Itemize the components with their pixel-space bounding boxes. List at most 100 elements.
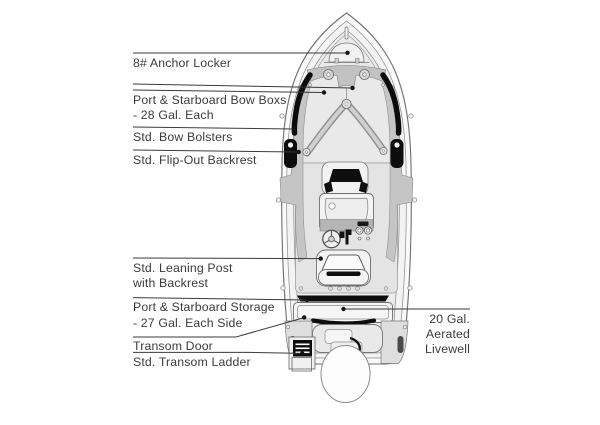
bow-box-latch-port-pin bbox=[326, 72, 331, 77]
callout-transom-door: Transom Door bbox=[133, 339, 213, 354]
v-end-pin-starboard bbox=[382, 149, 385, 153]
ladder-rung bbox=[295, 343, 310, 346]
leader-transom-door bbox=[133, 317, 305, 338]
callout-text: Transom Door bbox=[133, 339, 213, 354]
throttle-control bbox=[345, 229, 352, 245]
callout-bow-bolsters: Std. Bow Bolsters bbox=[133, 130, 233, 145]
port-side-panel bbox=[279, 79, 312, 263]
backrest-hinge-starboard bbox=[394, 142, 400, 148]
callout-transom-ladder: Std. Transom Ladder bbox=[133, 355, 251, 370]
motor-well-hatch bbox=[324, 329, 353, 344]
callout-anchor-locker: 8# Anchor Locker bbox=[133, 56, 231, 71]
hull-fitting bbox=[408, 113, 414, 119]
footrest-mount bbox=[328, 286, 333, 291]
callout-storage: Port & Starboard Storage - 27 Gal. Each … bbox=[133, 300, 275, 330]
gauge-left bbox=[355, 226, 364, 235]
footrest-mount bbox=[346, 286, 351, 291]
dot-flip-out-backrest bbox=[296, 149, 301, 155]
callout-bow-boxes: Port & Starboard Bow Boxs - 28 Gal. Each bbox=[133, 93, 286, 123]
deck-screw bbox=[381, 83, 385, 87]
bow-box-latch-starboard-pin bbox=[362, 72, 367, 77]
leaning-post-cushion-edge bbox=[326, 271, 361, 276]
hull-fitting bbox=[280, 285, 286, 291]
deck-fittings bbox=[275, 83, 418, 291]
callout-text: 8# Anchor Locker bbox=[133, 55, 232, 70]
callout-text: 20 Gal. bbox=[429, 311, 470, 326]
switch-panel bbox=[339, 231, 345, 238]
callout-text: Std. Transom Ladder bbox=[133, 355, 251, 369]
drain-fitting-starboard bbox=[402, 324, 408, 330]
flip-out-backrest-starboard bbox=[390, 139, 404, 168]
footrest-mount bbox=[337, 286, 342, 291]
hull-fitting bbox=[407, 285, 413, 291]
locker-latch-starboard bbox=[355, 58, 360, 64]
footrest-mount bbox=[355, 286, 360, 291]
dot-transom-ladder bbox=[300, 351, 305, 356]
forward-seat-pad-starboard bbox=[359, 181, 368, 193]
cup-holder bbox=[357, 236, 362, 241]
wheel-hub bbox=[328, 235, 335, 243]
dot-livewell bbox=[341, 306, 346, 312]
callout-leaning-post: Std. Leaning Post with Backrest bbox=[133, 261, 233, 291]
gauge-right bbox=[363, 226, 372, 235]
hull-fitting bbox=[275, 197, 282, 203]
deck-screw bbox=[298, 286, 304, 291]
leaning-post-backrest bbox=[321, 254, 366, 272]
callout-text: Std. Bow Bolsters bbox=[133, 129, 233, 144]
dot-bow-box-starboard bbox=[350, 85, 355, 91]
cup-holder bbox=[366, 236, 370, 241]
callout-text: Livewell bbox=[425, 341, 470, 356]
callout-livewell: 20 Gal. Aerated Livewell bbox=[398, 312, 470, 358]
bow-table-base-pin bbox=[344, 102, 349, 106]
v-end-pin-port bbox=[305, 150, 308, 154]
leader-storage bbox=[132, 297, 308, 301]
dot-transom-door bbox=[302, 315, 307, 320]
callout-dots bbox=[292, 50, 355, 356]
forward-seat-pad-port bbox=[324, 181, 333, 193]
gauge-right-dial bbox=[365, 228, 370, 233]
locker-latch-port bbox=[334, 58, 339, 64]
flip-out-backrest-port bbox=[284, 139, 297, 168]
gauge-left-dial bbox=[357, 228, 362, 233]
starboard-side-panel bbox=[381, 79, 414, 263]
deck-screw bbox=[383, 286, 389, 291]
console-forward-seat bbox=[321, 161, 369, 196]
outboard-motor-cowling bbox=[320, 345, 371, 403]
callout-text: Port & Starboard Storage bbox=[133, 300, 275, 315]
leader-bow-box-starboard bbox=[132, 83, 353, 89]
bow-light-slot bbox=[344, 26, 349, 40]
dot-storage bbox=[304, 297, 310, 303]
backrest-hinge-port bbox=[287, 142, 294, 148]
bow-bolster-starboard bbox=[380, 72, 402, 136]
callout-leader-lines bbox=[132, 52, 470, 354]
dot-anchor-locker bbox=[345, 50, 350, 55]
compass bbox=[328, 202, 336, 210]
stern-step-cushion bbox=[310, 318, 377, 326]
bow-details bbox=[284, 69, 404, 168]
dot-bow-bolsters bbox=[292, 126, 297, 131]
leaning-post bbox=[316, 249, 371, 291]
leader-flip-out-backrest bbox=[132, 149, 299, 153]
drain-fitting-port bbox=[285, 324, 291, 330]
center-console bbox=[319, 193, 374, 249]
callout-text: with Backrest bbox=[133, 275, 209, 290]
deck-screw bbox=[308, 83, 312, 87]
callout-text: Aerated bbox=[425, 326, 470, 341]
ladder-rung bbox=[295, 347, 310, 350]
ladder-frame bbox=[291, 357, 312, 372]
callout-text: - 28 Gal. Each bbox=[133, 107, 214, 122]
dot-leaning-post bbox=[318, 256, 323, 261]
leader-bow-box-port bbox=[132, 89, 325, 93]
leader-transom-ladder bbox=[133, 351, 303, 354]
forward-seat-cushion bbox=[329, 169, 363, 182]
cleat-starboard bbox=[397, 336, 404, 353]
callout-text: - 27 Gal. Each Side bbox=[133, 315, 243, 330]
stern-bench-bolster bbox=[297, 295, 389, 302]
callout-flip-out-backrest: Std. Flip-Out Backrest bbox=[133, 153, 257, 168]
stern bbox=[284, 295, 409, 403]
leader-bow-bolsters bbox=[132, 126, 295, 130]
hull-fitting bbox=[411, 197, 418, 203]
callout-text: Port & Starboard Bow Boxs bbox=[133, 92, 287, 107]
